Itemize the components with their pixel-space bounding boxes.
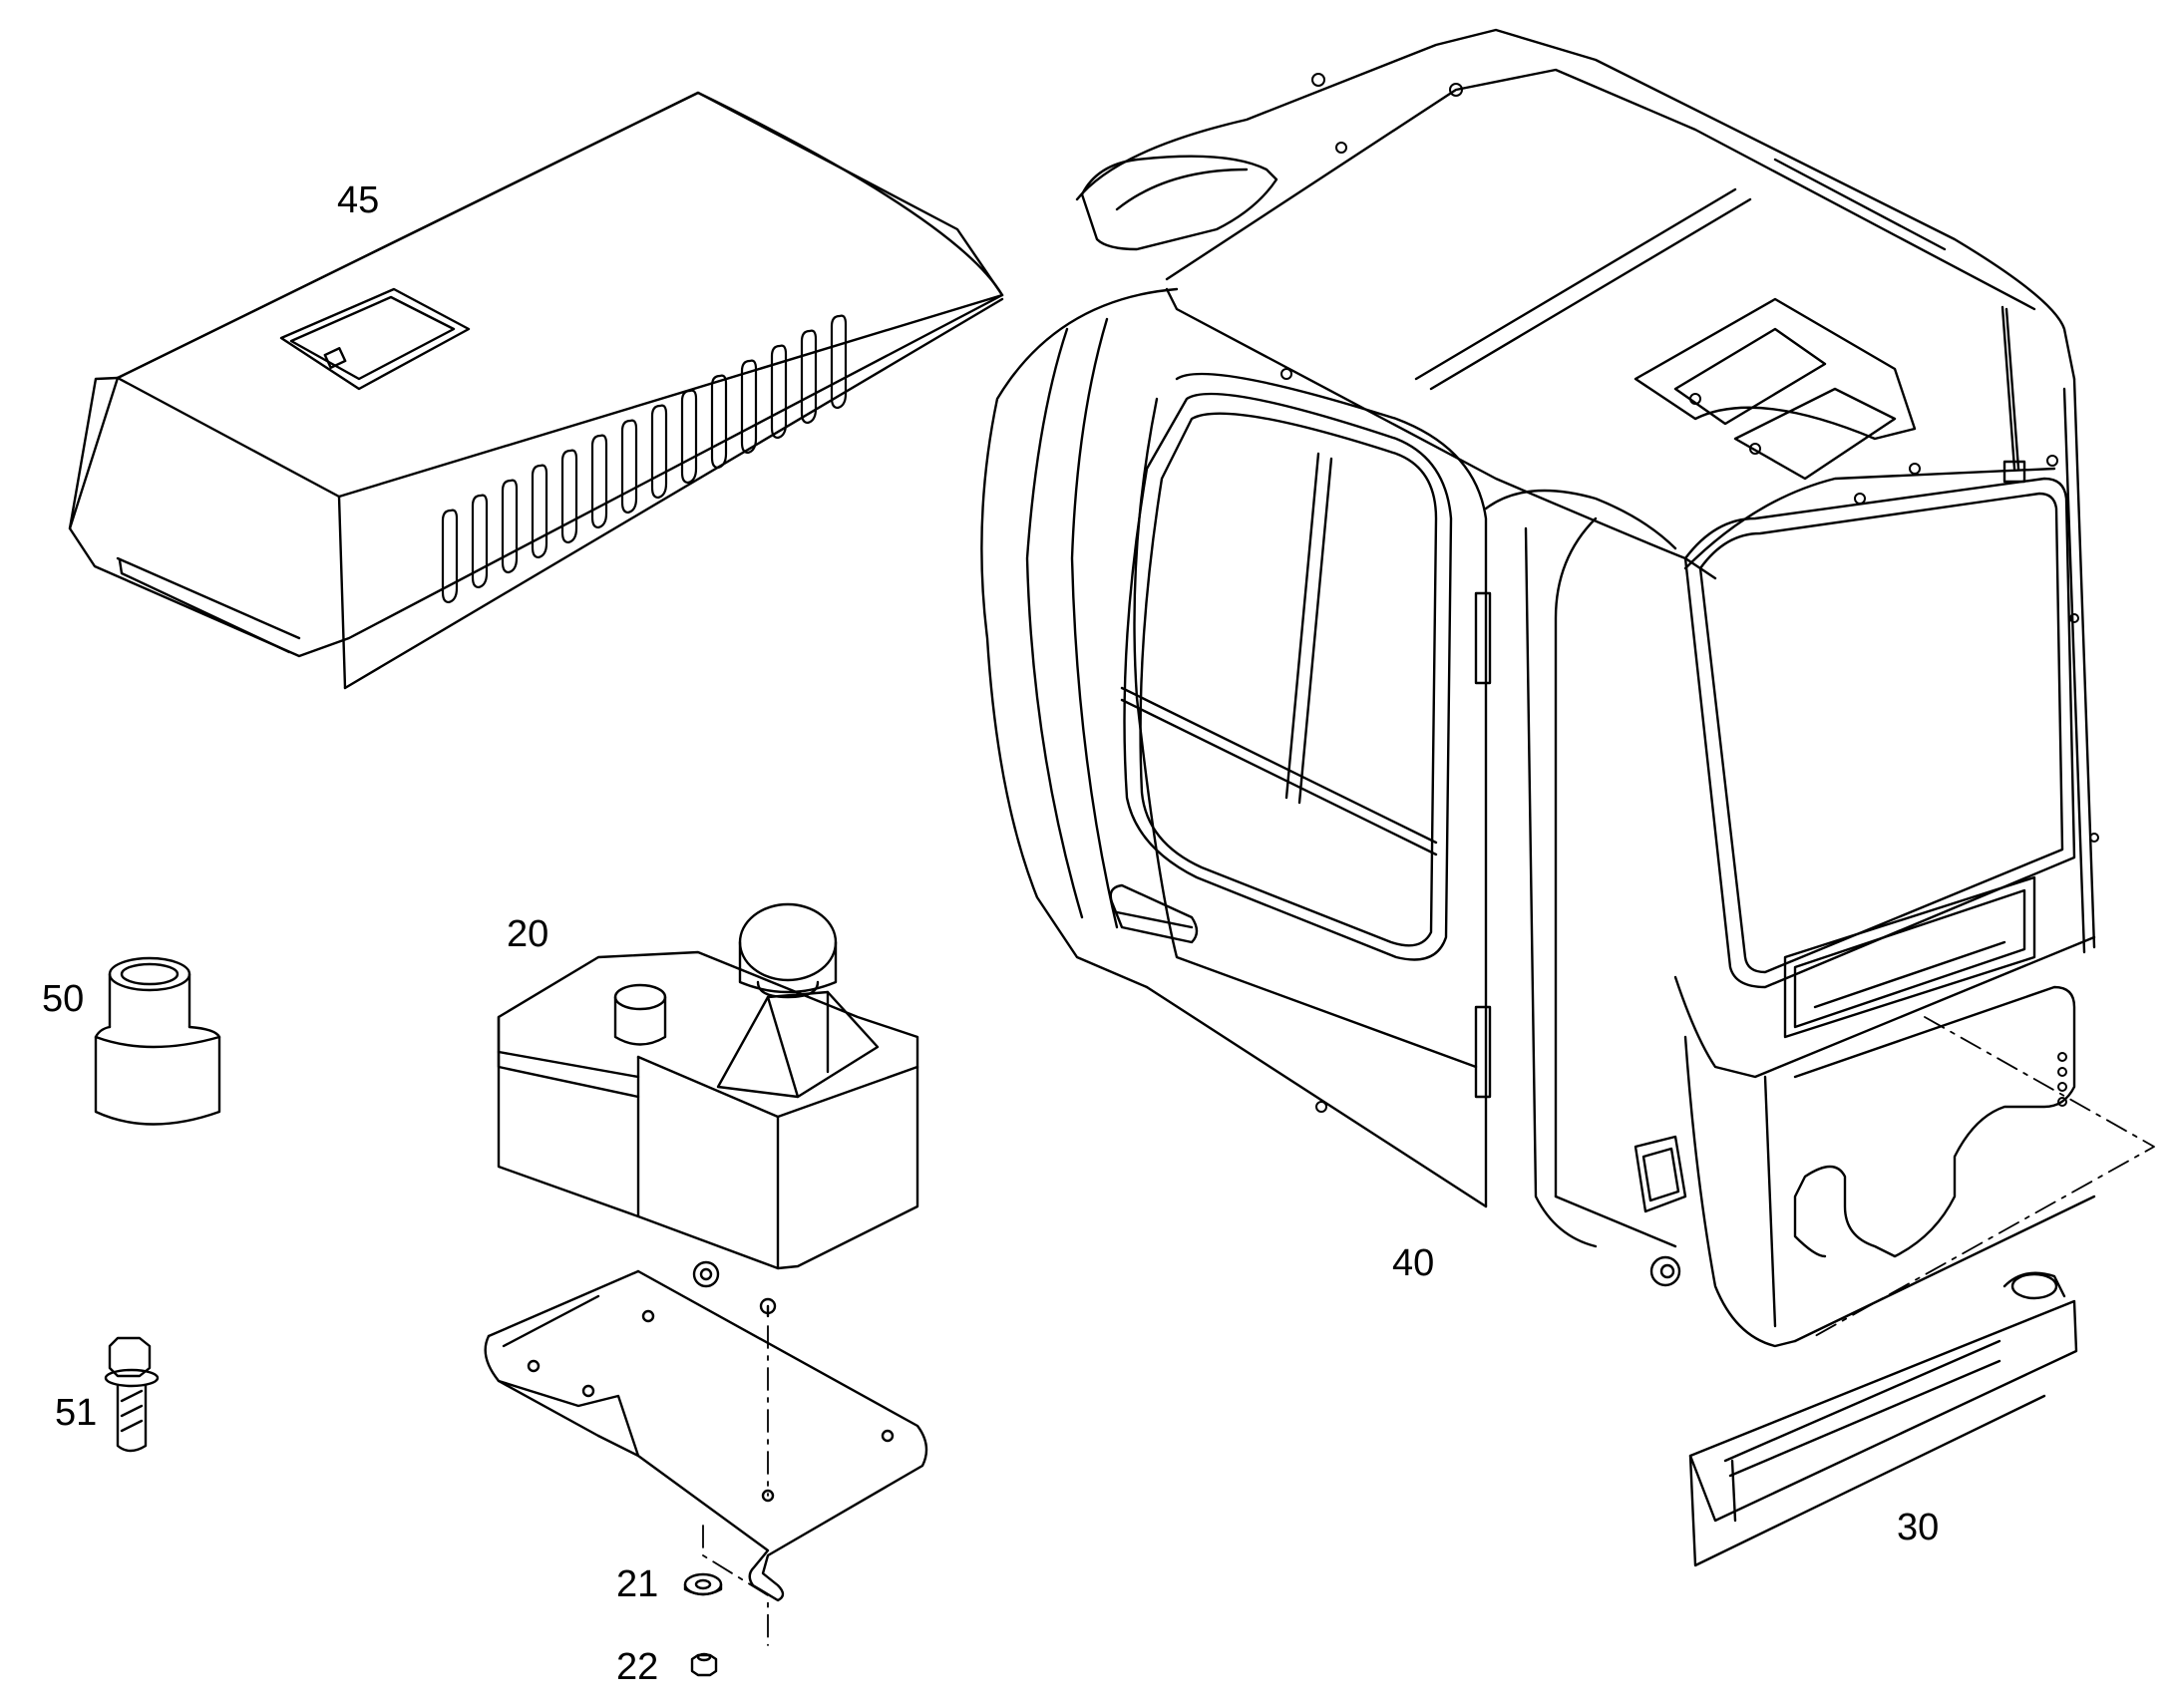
- part-label-50: 50: [42, 978, 85, 1020]
- part-label-40: 40: [1392, 1242, 1435, 1284]
- leader-line: [702, 1525, 769, 1646]
- operator-cab-icon: [980, 28, 2155, 1348]
- mounting-bracket-icon: [484, 1269, 928, 1602]
- part-label-51: 51: [55, 1392, 98, 1434]
- part-label-22: 22: [616, 1646, 659, 1688]
- bushing-icon: [94, 956, 221, 1126]
- nut-icon: [690, 1652, 718, 1677]
- part-label-45: 45: [337, 179, 380, 221]
- flange-bolt-icon: [104, 1336, 160, 1453]
- part-label-21: 21: [616, 1563, 659, 1605]
- part-label-30: 30: [1897, 1507, 1940, 1548]
- engine-cover-icon: [68, 91, 1004, 690]
- washer-tank-icon: [497, 902, 919, 1318]
- step-rail-icon: [1688, 1271, 2078, 1567]
- part-label-20: 20: [507, 913, 549, 955]
- washer-icon: [683, 1572, 723, 1596]
